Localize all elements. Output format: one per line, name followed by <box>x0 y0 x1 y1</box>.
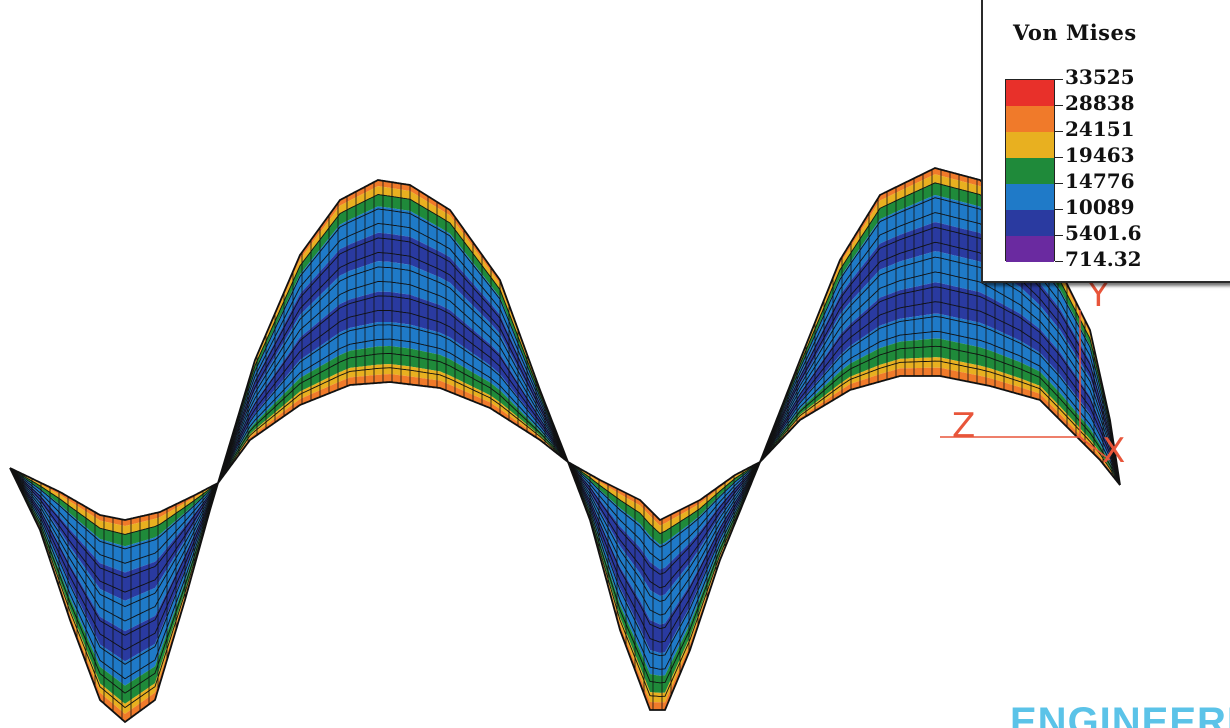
legend-tick <box>1055 79 1063 80</box>
triad-x-label: X <box>1102 431 1125 471</box>
stress-contour-band <box>10 195 1120 573</box>
legend-tick <box>1055 235 1063 236</box>
stress-contour-band <box>10 313 1120 686</box>
legend-value-label: 19463 <box>1065 143 1135 167</box>
legend-swatch <box>1006 236 1054 262</box>
stress-contour-band <box>10 174 1120 535</box>
legend-value-label: 5401.6 <box>1065 221 1142 245</box>
triad-y-label: Y <box>1087 275 1109 315</box>
watermark-text: ENGINEERING <box>1010 700 1230 728</box>
legend-swatch <box>1006 184 1054 210</box>
legend-tick <box>1055 131 1063 132</box>
legend-value-label: 714.32 <box>1065 247 1142 271</box>
legend-value-label: 14776 <box>1065 169 1135 193</box>
legend-value-label: 28838 <box>1065 91 1135 115</box>
legend-swatch <box>1006 158 1054 184</box>
triad-z-label: Z <box>952 406 975 446</box>
legend-swatch <box>1006 132 1054 158</box>
legend-swatch <box>1006 80 1054 106</box>
legend-title: Von Mises <box>1013 20 1137 45</box>
legend-tick <box>1055 105 1063 106</box>
stress-contour-band <box>10 282 1120 662</box>
legend-value-label: 10089 <box>1065 195 1135 219</box>
legend-swatch <box>1006 210 1054 236</box>
legend-tick <box>1055 209 1063 210</box>
legend-tick <box>1055 157 1063 158</box>
mesh-line-longitudinal <box>9 375 1121 724</box>
legend-tick <box>1055 261 1063 262</box>
legend-swatch <box>1006 106 1054 132</box>
stress-contour-band <box>10 182 1120 547</box>
stress-contour-band <box>10 251 1120 632</box>
legend-color-bar <box>1005 79 1055 262</box>
legend-value-label: 33525 <box>1065 65 1135 89</box>
legend-value-label: 24151 <box>1065 117 1135 141</box>
triad-x-axis <box>1079 436 1111 461</box>
legend-tick <box>1055 183 1063 184</box>
